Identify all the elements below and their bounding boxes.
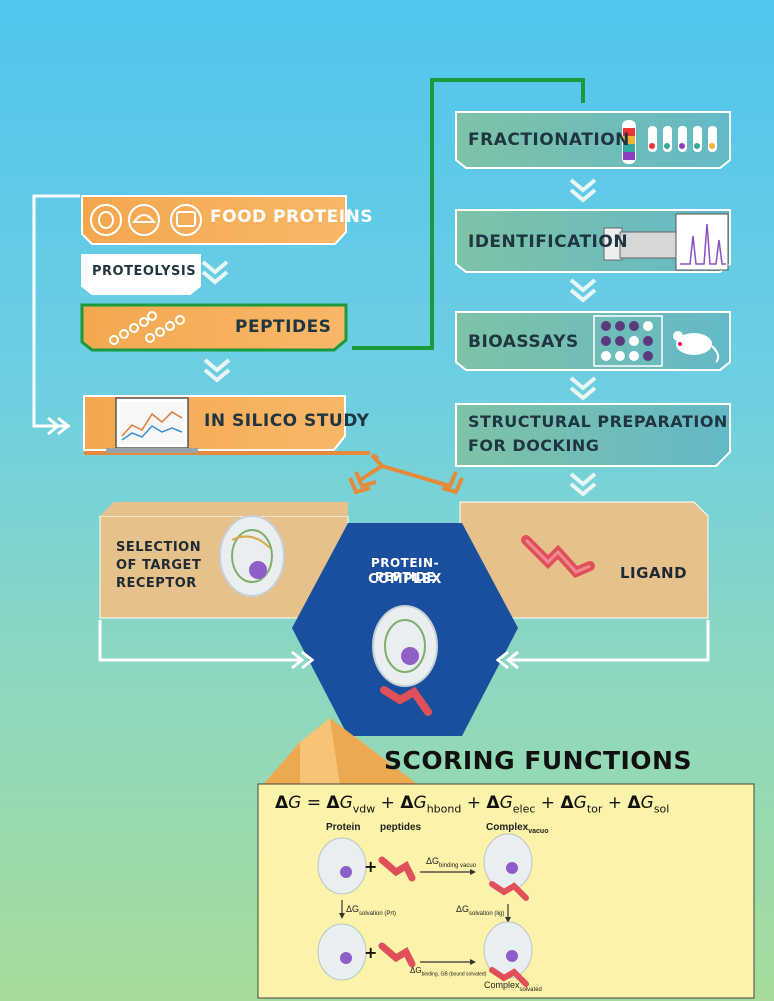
in-silico-entry-chevron-icon bbox=[47, 416, 71, 436]
col-complex-text: Complex bbox=[486, 822, 529, 833]
test-tubes-icon bbox=[622, 120, 717, 164]
ligand-molecule-icon bbox=[521, 535, 595, 579]
orange-chevron-right-icon bbox=[435, 471, 464, 495]
dg-solvation-prt-text: ΔG bbox=[346, 904, 360, 914]
scoring-title: Scoring functions bbox=[384, 746, 692, 775]
dg-solvation-prt-label: ΔGsolvation (Prt) bbox=[346, 904, 396, 917]
food-icons bbox=[90, 204, 202, 236]
peptide-solvated-icon bbox=[378, 942, 416, 968]
proteolysis-box bbox=[81, 254, 201, 295]
complex-solvated-sub: solvated bbox=[519, 986, 542, 993]
well-plate-icon bbox=[593, 315, 663, 367]
complex-label-line2: complex bbox=[368, 572, 442, 587]
proteolysis-chevron-icon bbox=[201, 260, 229, 285]
mass-spectrometer-icon bbox=[603, 213, 729, 271]
complex-solvated-label: Complexsolvated bbox=[484, 980, 542, 993]
in-silico-label: In silico study bbox=[204, 411, 370, 431]
complex-protein-icon bbox=[372, 605, 438, 716]
dg-solvation-prt-sub: solvation (Prt) bbox=[359, 910, 397, 917]
peptides-label: Peptides bbox=[235, 317, 332, 337]
selection-panel-corner bbox=[100, 502, 348, 516]
structural-prep-label-line1: Structural preparation bbox=[468, 412, 728, 431]
left-feedback-line bbox=[98, 620, 300, 662]
fractionation-chevron-icon bbox=[569, 178, 597, 203]
zoom-callout-shade bbox=[300, 718, 340, 786]
thermo-cycle-diagram: + + bbox=[317, 833, 533, 987]
right-feedback-line bbox=[510, 620, 710, 662]
plus-sign-bottom: + bbox=[364, 943, 377, 962]
dg-binding-solv-sub: binding, GB (bound solvated) bbox=[421, 971, 487, 978]
left-connector-line bbox=[32, 194, 80, 428]
col-complex-sub: vacuo bbox=[528, 828, 549, 835]
receptor-protein-icon bbox=[219, 515, 285, 597]
ligand-label: Ligand bbox=[620, 564, 688, 582]
dg-solvation-lig-sub: solvation (lig) bbox=[469, 910, 505, 917]
laptop-icon bbox=[106, 397, 198, 453]
bioassays-label: Bioassays bbox=[468, 332, 579, 352]
scoring-equation: ΔG = ΔGvdw + ΔGhbond + ΔGelec + ΔGtor + … bbox=[275, 793, 670, 816]
dg-binding-solv-text: ΔG bbox=[410, 966, 422, 975]
selection-label-line1: Selection bbox=[116, 540, 202, 555]
complex-solvated-text: Complex bbox=[484, 980, 520, 990]
identification-chevron-icon bbox=[569, 278, 597, 303]
dg-binding-vacuo-label: ΔGbinding vacuo bbox=[426, 856, 476, 869]
food-proteins-box bbox=[81, 195, 347, 245]
food-proteins-label: Food proteins bbox=[210, 207, 374, 227]
complex-label-line1: Protein-peptide bbox=[370, 556, 440, 584]
fractionation-label: Fractionation bbox=[468, 130, 630, 150]
dg-binding-vacuo-text: ΔG bbox=[426, 856, 440, 866]
dg-binding-vacuo-sub: binding vacuo bbox=[439, 862, 477, 869]
structural-prep-label-line2: for Docking bbox=[468, 436, 600, 455]
right-feedback-chevron-icon bbox=[495, 650, 519, 670]
mouse-icon bbox=[673, 331, 720, 363]
fractionation-box bbox=[455, 111, 731, 169]
protein-solvated-icon bbox=[317, 923, 367, 981]
proteolysis-label: Proteolysis bbox=[92, 264, 197, 279]
peptide-chain-icon bbox=[109, 311, 185, 345]
selection-label-line3: receptor bbox=[116, 576, 197, 591]
dg-solvation-lig-text: ΔG bbox=[456, 904, 470, 914]
structural-chevron-icon bbox=[569, 472, 597, 497]
left-feedback-chevron-icon bbox=[291, 650, 315, 670]
peptide-vacuo-icon bbox=[378, 856, 416, 882]
col-protein-label: Protein bbox=[326, 822, 361, 833]
orange-chevron-left-icon bbox=[348, 471, 377, 495]
protein-vacuo-icon bbox=[317, 837, 367, 895]
identification-label: Identification bbox=[468, 232, 629, 252]
green-connector-line bbox=[352, 78, 585, 350]
peptides-down-chevron-icon bbox=[203, 358, 231, 383]
dg-solvation-lig-label: ΔGsolvation (lig) bbox=[456, 904, 504, 917]
bioassays-chevron-icon bbox=[569, 376, 597, 401]
structural-prep-box bbox=[455, 403, 731, 467]
plus-sign-top: + bbox=[364, 857, 377, 876]
dg-binding-solv-label: ΔGbinding, GB (bound solvated) bbox=[410, 966, 486, 978]
complex-vacuo-icon bbox=[483, 833, 533, 901]
complex-solvated-icon bbox=[483, 921, 533, 987]
col-complex-label: Complexvacuo bbox=[486, 822, 548, 835]
col-peptides-label: peptides bbox=[380, 822, 422, 833]
selection-label-line2: of target bbox=[116, 558, 202, 573]
